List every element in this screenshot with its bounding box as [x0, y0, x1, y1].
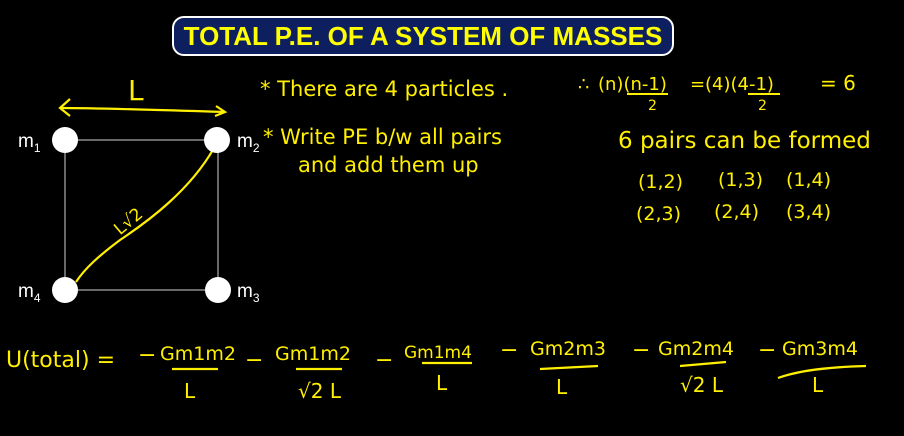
term-2-numerator: Gm1m2 [275, 343, 351, 365]
term-3-sign: − [375, 348, 393, 373]
note-add-up: and add them up [298, 153, 479, 177]
term-1-numerator: Gm1m2 [160, 343, 236, 365]
formula-equals: = [690, 74, 705, 95]
square-diagram: m1 m2 m3 m4 [18, 127, 260, 305]
term-6-sign: − [758, 338, 776, 363]
term-5-bar [679, 360, 727, 368]
term-3-numerator: Gm1m4 [404, 343, 472, 363]
diagonal-line [75, 147, 215, 283]
arrow-left-head [58, 98, 71, 117]
total-pe-equation: U(total) = − Gm1m2 L − Gm1m2 √2 L − Gm1m… [6, 338, 867, 403]
side-length-arrow: L [58, 74, 228, 118]
pair-3-4: (3,4) [786, 201, 831, 223]
term-1-denominator: L [184, 379, 196, 403]
mass-2-circle [204, 127, 230, 153]
arrow-right-head [214, 105, 228, 118]
mass-4-label: m4 [18, 281, 41, 305]
pair-2-4: (2,4) [714, 201, 759, 223]
term-4-sign: − [500, 338, 518, 363]
formula-4-numerator: (4)(4-1) [705, 74, 774, 95]
term-2-sign: − [245, 348, 263, 373]
note-particles: * There are 4 particles . [260, 77, 508, 101]
formula-n-denominator: 2 [648, 98, 657, 114]
pair-2-3: (2,3) [636, 203, 681, 225]
square-outline [64, 139, 219, 291]
term-5-numerator: Gm2m4 [658, 338, 734, 360]
term-5-denominator: √2 L [680, 373, 724, 397]
mass-3-label: m3 [237, 281, 260, 305]
term-6-denominator: L [812, 373, 824, 397]
combination-formula: ∴ (n)(n-1) 2 = (4)(4-1) 2 = 6 [578, 71, 856, 114]
term-2-denominator: √2 L [298, 379, 342, 403]
pair-1-3: (1,3) [718, 169, 763, 191]
term-4-bar [539, 364, 599, 371]
page-title: TOTAL P.E. OF A SYSTEM OF MASSES [183, 20, 663, 51]
formula-n-numerator: (n)(n-1) [598, 74, 667, 95]
term-4-numerator: Gm2m3 [530, 338, 606, 360]
note-write-pe: * Write PE b/w all pairs [263, 125, 502, 149]
formula-4-denominator: 2 [758, 98, 767, 114]
term-5-sign: − [632, 338, 650, 363]
side-length-label: L [128, 74, 144, 107]
mass-2-label: m2 [237, 131, 260, 155]
term-3-denominator: L [436, 371, 448, 395]
therefore-symbol: ∴ [578, 74, 589, 95]
equation-lhs: U(total) = [6, 348, 115, 373]
mass-4-circle [52, 277, 78, 303]
formula-result: = 6 [820, 71, 856, 95]
pair-1-4: (1,4) [786, 169, 831, 191]
term-4-denominator: L [556, 375, 568, 399]
title-banner: TOTAL P.E. OF A SYSTEM OF MASSES [172, 16, 674, 56]
diagonal-length-label: L√2 [110, 204, 147, 239]
term-1-sign: − [138, 343, 156, 368]
term-6-bar [777, 364, 867, 380]
mass-1-circle [52, 127, 78, 153]
mass-1-label: m1 [18, 131, 41, 155]
pairs-heading: 6 pairs can be formed [618, 128, 871, 154]
mass-3-circle [205, 277, 231, 303]
term-6-numerator: Gm3m4 [782, 338, 858, 360]
pair-1-2: (1,2) [638, 171, 683, 193]
